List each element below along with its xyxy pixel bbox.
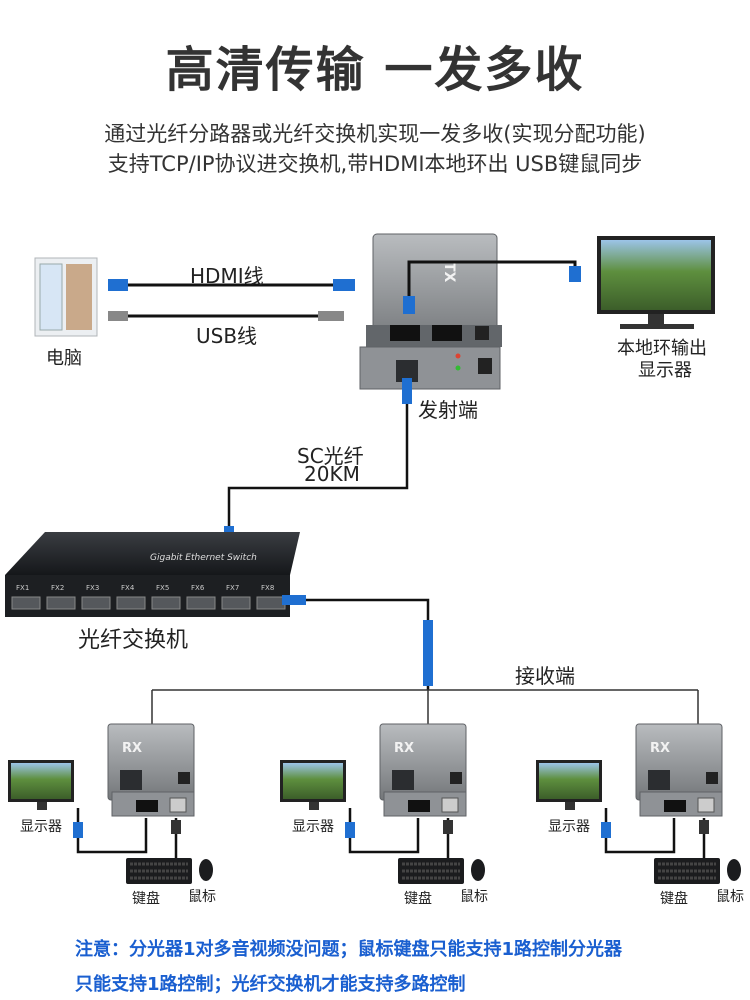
rx-mark: RX bbox=[122, 741, 142, 756]
rx-receiver-group: RX bbox=[536, 723, 741, 884]
tx-transmitter-icon bbox=[359, 233, 502, 390]
hdmi-loop-plug-icon bbox=[403, 296, 415, 314]
fiber-port-icon bbox=[186, 596, 216, 610]
local-monitor-icon bbox=[597, 236, 715, 329]
port-label: FX1 bbox=[16, 584, 29, 592]
mouse-icon bbox=[199, 859, 213, 881]
computer-icon bbox=[34, 257, 98, 337]
note-line-2: 只能支持1路控制；光纤交换机才能支持多路控制 bbox=[75, 974, 466, 995]
switch-label: 光纤交换机 bbox=[78, 628, 189, 653]
mouse-label: 鼠标 bbox=[716, 889, 744, 905]
switch-brand-text: Gigabit Ethernet Switch bbox=[150, 553, 257, 563]
usb-cable-label: USB线 bbox=[196, 324, 258, 348]
fiber-connector-icon bbox=[423, 620, 433, 686]
fiber-port-icon bbox=[151, 596, 181, 610]
fiber-label-1: SC光纤 bbox=[297, 444, 364, 468]
rx-receiver-group: RX bbox=[8, 723, 213, 884]
fiber-switch-icon bbox=[5, 532, 300, 617]
port-label: FX6 bbox=[191, 584, 205, 592]
local-monitor-label-1: 本地环输出 bbox=[617, 338, 707, 359]
mouse-label: 鼠标 bbox=[188, 889, 216, 905]
fiber-port-icon bbox=[81, 596, 111, 610]
rx-receiver-group: RX bbox=[280, 723, 485, 884]
keyboard-label: 键盘 bbox=[660, 891, 688, 907]
port-label: FX3 bbox=[86, 584, 99, 592]
fiber-port-icon bbox=[46, 596, 76, 610]
fiber-connector-icon bbox=[282, 595, 306, 605]
fiber-label-2: 20KM bbox=[304, 462, 360, 486]
display-label: 显示器 bbox=[292, 819, 334, 835]
rx-mark: RX bbox=[650, 741, 670, 756]
hdmi-plug-icon bbox=[73, 822, 83, 838]
port-label: FX2 bbox=[51, 584, 64, 592]
switch-ports: FX1 FX2 FX3 FX4 FX5 FX6 FX7 FX8 bbox=[11, 584, 286, 610]
transmitter-label: 发射端 bbox=[418, 398, 478, 422]
keyboard-label: 键盘 bbox=[132, 891, 160, 907]
port-label: FX8 bbox=[261, 584, 274, 592]
mouse-icon bbox=[727, 859, 741, 881]
mouse-label: 鼠标 bbox=[460, 889, 488, 905]
hdmi-cable-label: HDMI线 bbox=[190, 264, 264, 288]
hdmi-cable-icon bbox=[108, 279, 355, 291]
local-monitor-label-2: 显示器 bbox=[638, 360, 692, 381]
subtitle-line-2: 支持TCP/IP协议进交换机,带HDMI本地环出 USB键鼠同步 bbox=[107, 152, 643, 176]
fiber-port-icon bbox=[116, 596, 146, 610]
port-label: FX7 bbox=[226, 584, 239, 592]
page-title: 高清传输 一发多收 bbox=[165, 42, 585, 98]
keyboard-label: 键盘 bbox=[404, 891, 432, 907]
display-label: 显示器 bbox=[20, 819, 62, 835]
fiber-connector-icon bbox=[402, 378, 412, 404]
hdmi-monitor-plug-icon bbox=[569, 266, 581, 282]
hdmi-plug-icon bbox=[345, 822, 355, 838]
note-line-1: 注意：分光器1对多音视频没问题；鼠标键盘只能支持1路控制分光器 bbox=[75, 939, 623, 960]
rx-mark: RX bbox=[394, 741, 414, 756]
hdmi-plug-icon bbox=[601, 822, 611, 838]
port-label: FX5 bbox=[156, 584, 169, 592]
mouse-icon bbox=[471, 859, 485, 881]
subtitle-line-1: 通过光纤分路器或光纤交换机实现一发多收(实现分配功能) bbox=[104, 122, 646, 146]
tx-mark: TX bbox=[441, 262, 457, 283]
computer-label: 电脑 bbox=[46, 348, 82, 369]
receiver-label: 接收端 bbox=[515, 664, 575, 688]
display-label: 显示器 bbox=[548, 819, 590, 835]
fiber-port-icon bbox=[256, 596, 286, 610]
fiber-port-icon bbox=[221, 596, 251, 610]
port-label: FX4 bbox=[121, 584, 135, 592]
fiber-port-icon bbox=[11, 596, 41, 610]
usb-cable-icon bbox=[108, 311, 344, 321]
